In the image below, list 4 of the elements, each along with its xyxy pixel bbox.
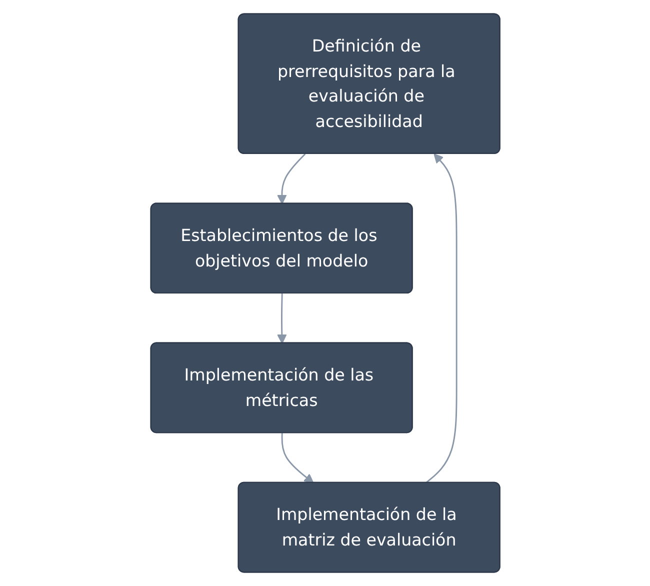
arrow: [276, 294, 286, 344]
arrow: [276, 153, 306, 204]
arrow: [425, 154, 457, 484]
arrow: [280, 433, 314, 484]
